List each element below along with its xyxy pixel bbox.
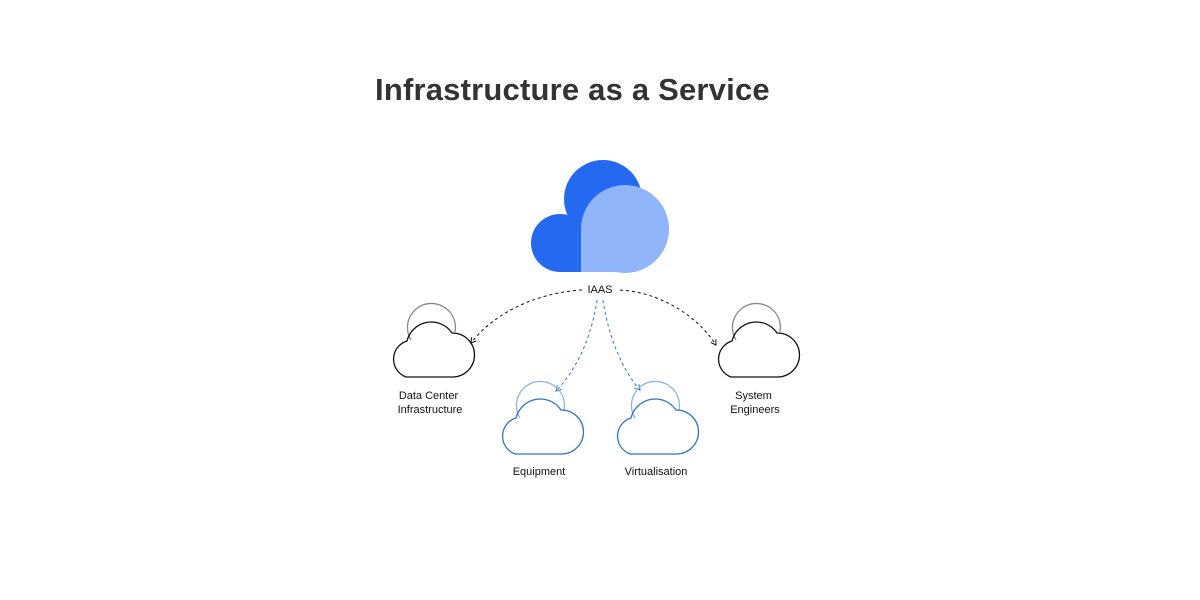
node-equipment: Equipment [501,380,585,478]
page-title: Infrastructure as a Service [375,72,770,107]
cloud-outline-icon [616,380,700,455]
node-label-line: Engineers [730,404,780,416]
main-cloud-icon [531,160,669,273]
edge-iaas-system-engineers [619,289,717,346]
cloud-outline-icon [392,302,476,378]
edge-iaas-equipment [555,299,598,392]
edge-iaas-virtualisation [602,299,641,391]
node-label-system-engineers: System Engineers [730,390,780,416]
node-label-line: Equipment [513,466,566,478]
node-label-line: Virtualisation [625,466,688,478]
cloud-outline-icon [717,302,801,378]
node-label-virtualisation: Virtualisation [625,466,688,478]
cloud-outline-icon [501,380,585,455]
node-virtualisation: Virtualisation [616,380,700,478]
iaas-label: IAAS [587,284,612,296]
node-data-center: Data Center Infrastructure [392,302,476,416]
node-label-equipment: Equipment [513,466,566,478]
node-label-line: System [735,390,772,402]
node-label-data-center: Data Center Infrastructure [398,390,463,416]
edge-iaas-data-center [470,289,583,344]
node-system-engineers: System Engineers [717,302,801,416]
node-label-line: Data Center [399,390,459,402]
node-label-line: Infrastructure [398,404,463,416]
